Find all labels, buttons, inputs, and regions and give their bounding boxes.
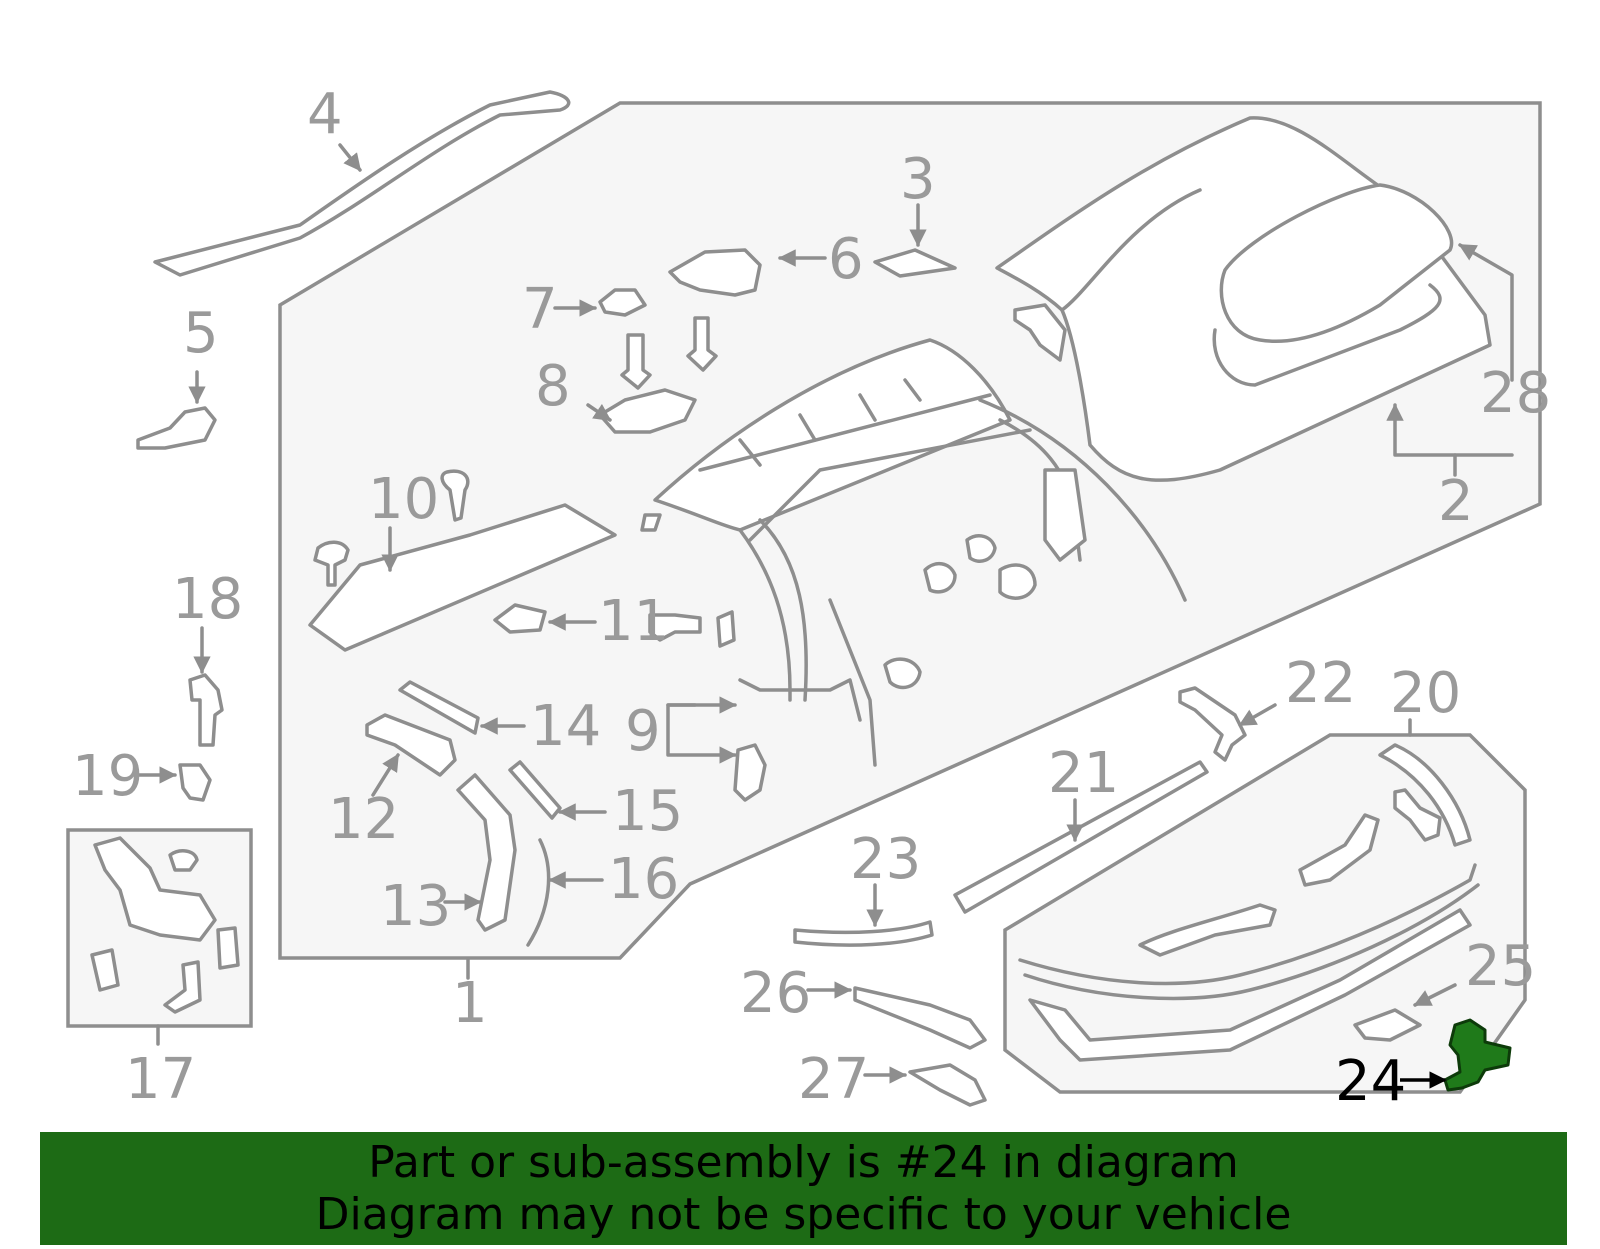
callout-9: 9 [625, 699, 661, 764]
part-7 [598, 288, 647, 317]
callout-4: 4 [307, 82, 343, 147]
part-3 [873, 248, 957, 278]
callout-16: 16 [608, 847, 679, 912]
callout-14: 14 [530, 694, 601, 759]
clip-part [313, 540, 350, 587]
leader-lines [136, 143, 1514, 1089]
callout-5: 5 [183, 301, 219, 366]
callout-11: 11 [598, 589, 669, 654]
callout-12: 12 [328, 787, 399, 852]
banner-line-1: Part or sub-assembly is #24 in diagram [368, 1136, 1239, 1188]
info-banner: Part or sub-assembly is #24 in diagram D… [40, 1132, 1567, 1245]
part-5 [136, 406, 217, 450]
part-25 [1353, 1008, 1422, 1042]
bolt-part-3 [648, 613, 702, 642]
callout-25: 25 [1465, 934, 1536, 999]
part-10 [308, 503, 617, 652]
callout-10: 10 [368, 467, 439, 532]
clip-part-2 [716, 610, 736, 648]
highlighted-part-24 [1443, 1018, 1512, 1092]
bushing-part-2 [965, 534, 997, 563]
part-20-contents [1018, 743, 1480, 1062]
callout-27: 27 [798, 1047, 869, 1112]
callout-3: 3 [900, 147, 936, 212]
part-13 [456, 773, 517, 932]
callout-7: 7 [522, 277, 558, 342]
callout-19: 19 [72, 744, 143, 809]
part-18 [188, 673, 224, 747]
bolt-part [620, 333, 652, 390]
callout-8: 8 [535, 354, 571, 419]
screw-part [440, 469, 470, 522]
callout-6: 6 [828, 227, 864, 292]
part-11 [493, 603, 547, 634]
part-23 [793, 920, 934, 947]
callout-21: 21 [1048, 741, 1119, 806]
callout-1: 1 [452, 971, 488, 1036]
part-14 [398, 680, 480, 735]
callout-2: 2 [1438, 469, 1474, 534]
callout-13: 13 [380, 874, 451, 939]
callout-28: 28 [1480, 361, 1551, 426]
part-12 [365, 713, 457, 777]
part-19 [178, 763, 212, 802]
part-22 [1178, 686, 1247, 762]
parts-diagram: 1 2 3 4 5 6 7 8 9 10 11 12 13 14 15 16 1… [66, 82, 1551, 1114]
bolt-part-2 [686, 316, 718, 372]
part-26 [853, 986, 987, 1050]
bushing-part [923, 562, 957, 594]
callout-15: 15 [612, 779, 683, 844]
bushing-part-4 [883, 657, 922, 690]
top-frame-part [640, 338, 1187, 767]
part-9-bracket [733, 743, 767, 802]
callout-20: 20 [1390, 661, 1461, 726]
soft-top-part [995, 116, 1492, 482]
part-16 [526, 838, 551, 947]
banner-line-2: Diagram may not be specific to your vehi… [315, 1188, 1292, 1240]
callout-23: 23 [850, 827, 921, 892]
bushing-part-3 [998, 563, 1037, 600]
part-17-contents [90, 836, 240, 1014]
part-27 [908, 1063, 987, 1107]
callout-22: 22 [1285, 651, 1356, 716]
callout-24: 24 [1335, 1049, 1406, 1114]
part-4 [153, 90, 571, 277]
callout-17: 17 [125, 1047, 196, 1112]
callout-labels: 1 2 3 4 5 6 7 8 9 10 11 12 13 14 15 16 1… [72, 82, 1551, 1114]
part-6 [668, 248, 762, 297]
callout-26: 26 [740, 961, 811, 1026]
part-8 [598, 388, 697, 434]
callout-18: 18 [172, 567, 243, 632]
